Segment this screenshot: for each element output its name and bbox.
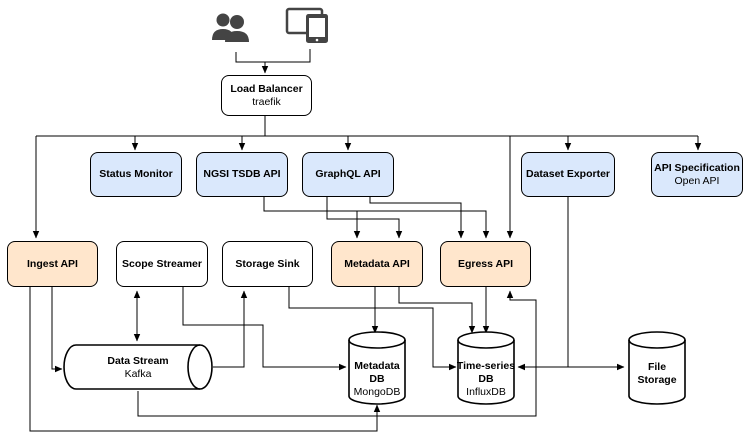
file-storage-title2: Storage [637, 374, 677, 386]
timeseries-db-label: Time-series DB InfluxDB [451, 360, 521, 399]
load-balancer-subtitle: traefik [252, 95, 281, 108]
file-storage-label: File Storage [624, 361, 690, 387]
data-stream-subtitle: Kafka [124, 368, 152, 380]
metadata-db-title: Metadata [354, 360, 400, 372]
metadata-db-title2: DB [369, 373, 385, 385]
egress-api-title: Egress API [457, 257, 514, 270]
status-monitor-title: Status Monitor [99, 168, 173, 180]
connector-lines [29, 49, 702, 432]
ngsi-tsdb-api-node: NGSI TSDB API [196, 152, 288, 197]
scope-streamer-title: Scope Streamer [122, 257, 202, 270]
dataset-exporter-title: Dataset Exporter [525, 168, 611, 180]
graphql-api-node: GraphQL API [302, 152, 394, 197]
devices-icon [285, 7, 328, 43]
status-monitor-node: Status Monitor [90, 152, 182, 197]
timeseries-db-title: Time-series [456, 360, 516, 372]
api-specification-subtitle: Open API [674, 174, 720, 187]
metadata-api-title: Metadata API [344, 257, 410, 270]
data-stream-title: Data Stream [107, 355, 169, 367]
users-icon [212, 13, 249, 42]
metadata-db-subtitle: MongoDB [353, 386, 401, 398]
ingest-api-node: Ingest API [7, 241, 98, 287]
load-balancer-node: Load Balancer traefik [221, 75, 312, 116]
ngsi-tsdb-api-title: NGSI TSDB API [203, 168, 281, 180]
metadata-api-node: Metadata API [331, 241, 423, 287]
file-storage-title: File [647, 361, 667, 373]
data-stream-shape [63, 344, 213, 390]
dataset-exporter-node: Dataset Exporter [521, 152, 615, 197]
api-specification-node: API Specification Open API [651, 152, 743, 197]
storage-sink-node: Storage Sink [222, 241, 313, 287]
ingest-api-title: Ingest API [27, 257, 78, 270]
storage-sink-title: Storage Sink [235, 257, 300, 270]
file-storage-shape [628, 331, 686, 405]
data-stream-label: Data Stream Kafka [88, 355, 188, 381]
scope-streamer-node: Scope Streamer [116, 241, 208, 287]
timeseries-db-shape [457, 331, 515, 405]
load-balancer-title: Load Balancer [230, 82, 303, 95]
graphql-api-title: GraphQL API [315, 168, 381, 180]
metadata-db-label: Metadata DB MongoDB [344, 360, 410, 399]
egress-api-node: Egress API [440, 241, 531, 287]
timeseries-db-title2: DB [478, 373, 494, 385]
api-specification-title: API Specification [654, 161, 740, 174]
metadata-db-shape [348, 331, 406, 405]
timeseries-db-subtitle: InfluxDB [466, 386, 506, 398]
